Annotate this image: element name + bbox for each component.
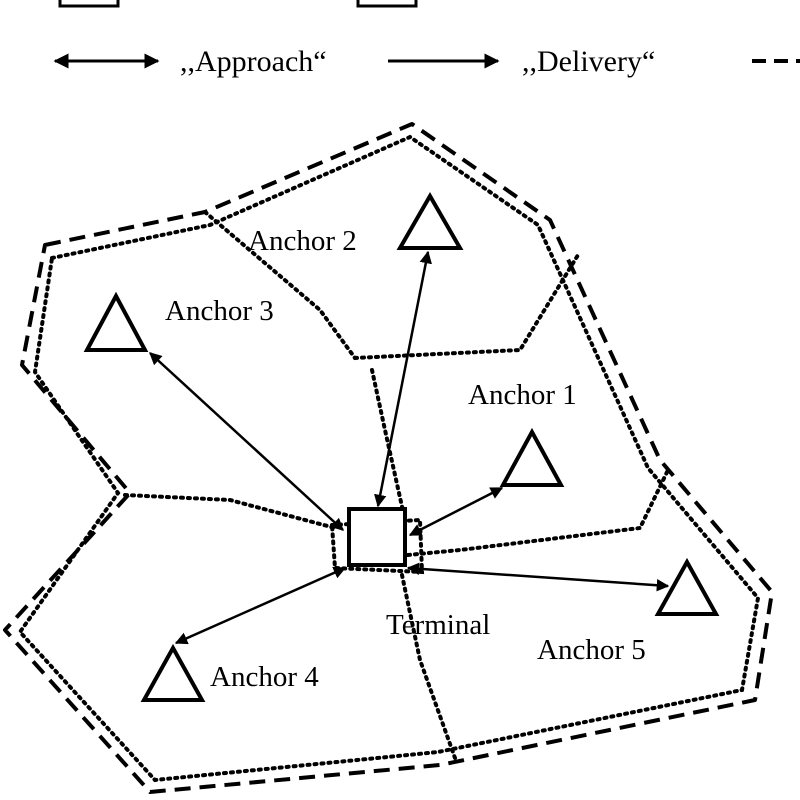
anchor-5-triangle xyxy=(654,557,720,616)
cell-boundary-anchor2-anchor3 xyxy=(203,210,357,360)
cell-boundary-anchor3-anchor4 xyxy=(123,493,337,530)
cell-boundary-anchor4-anchor5 xyxy=(400,573,457,760)
outer-dashed-boundary xyxy=(3,122,774,794)
link-terminal-anchor4 xyxy=(174,566,347,645)
legend-delivery-label: ,,Delivery“ xyxy=(522,45,655,78)
anchor-1-triangle xyxy=(499,427,565,487)
approach-links xyxy=(149,250,670,645)
legend: ,,Approach“ ,,Delivery“ xyxy=(53,45,800,78)
anchor-5-label: Anchor 5 xyxy=(537,634,646,666)
link-terminal-anchor1 xyxy=(408,486,504,537)
anchor-2-triangle xyxy=(396,191,464,250)
anchor-3-label: Anchor 3 xyxy=(165,295,274,327)
cell-boundary-anchor1-anchor5 xyxy=(406,468,670,557)
anchor-4-label: Anchor 4 xyxy=(210,661,319,693)
anchor-2-label: Anchor 2 xyxy=(248,225,357,257)
terminal-square xyxy=(347,507,407,567)
terminal-label: Terminal xyxy=(386,609,490,641)
legend-anchor-symbol-cropped xyxy=(58,0,120,8)
legend-approach-label: ,,Approach“ xyxy=(180,45,327,78)
anchor-1-label: Anchor 1 xyxy=(468,379,577,411)
cell-boundaries-dotted xyxy=(17,134,761,783)
link-terminal-anchor2 xyxy=(374,250,432,508)
cell-boundary-anchor2-anchor1 xyxy=(353,253,580,360)
anchor-4-triangle xyxy=(140,643,206,702)
link-terminal-anchor3 xyxy=(149,352,344,531)
link-terminal-anchor5 xyxy=(406,562,670,592)
anchor-3-triangle xyxy=(83,291,149,352)
cell-outline-inner xyxy=(17,134,761,783)
legend-terminal-symbol-cropped xyxy=(356,0,418,8)
